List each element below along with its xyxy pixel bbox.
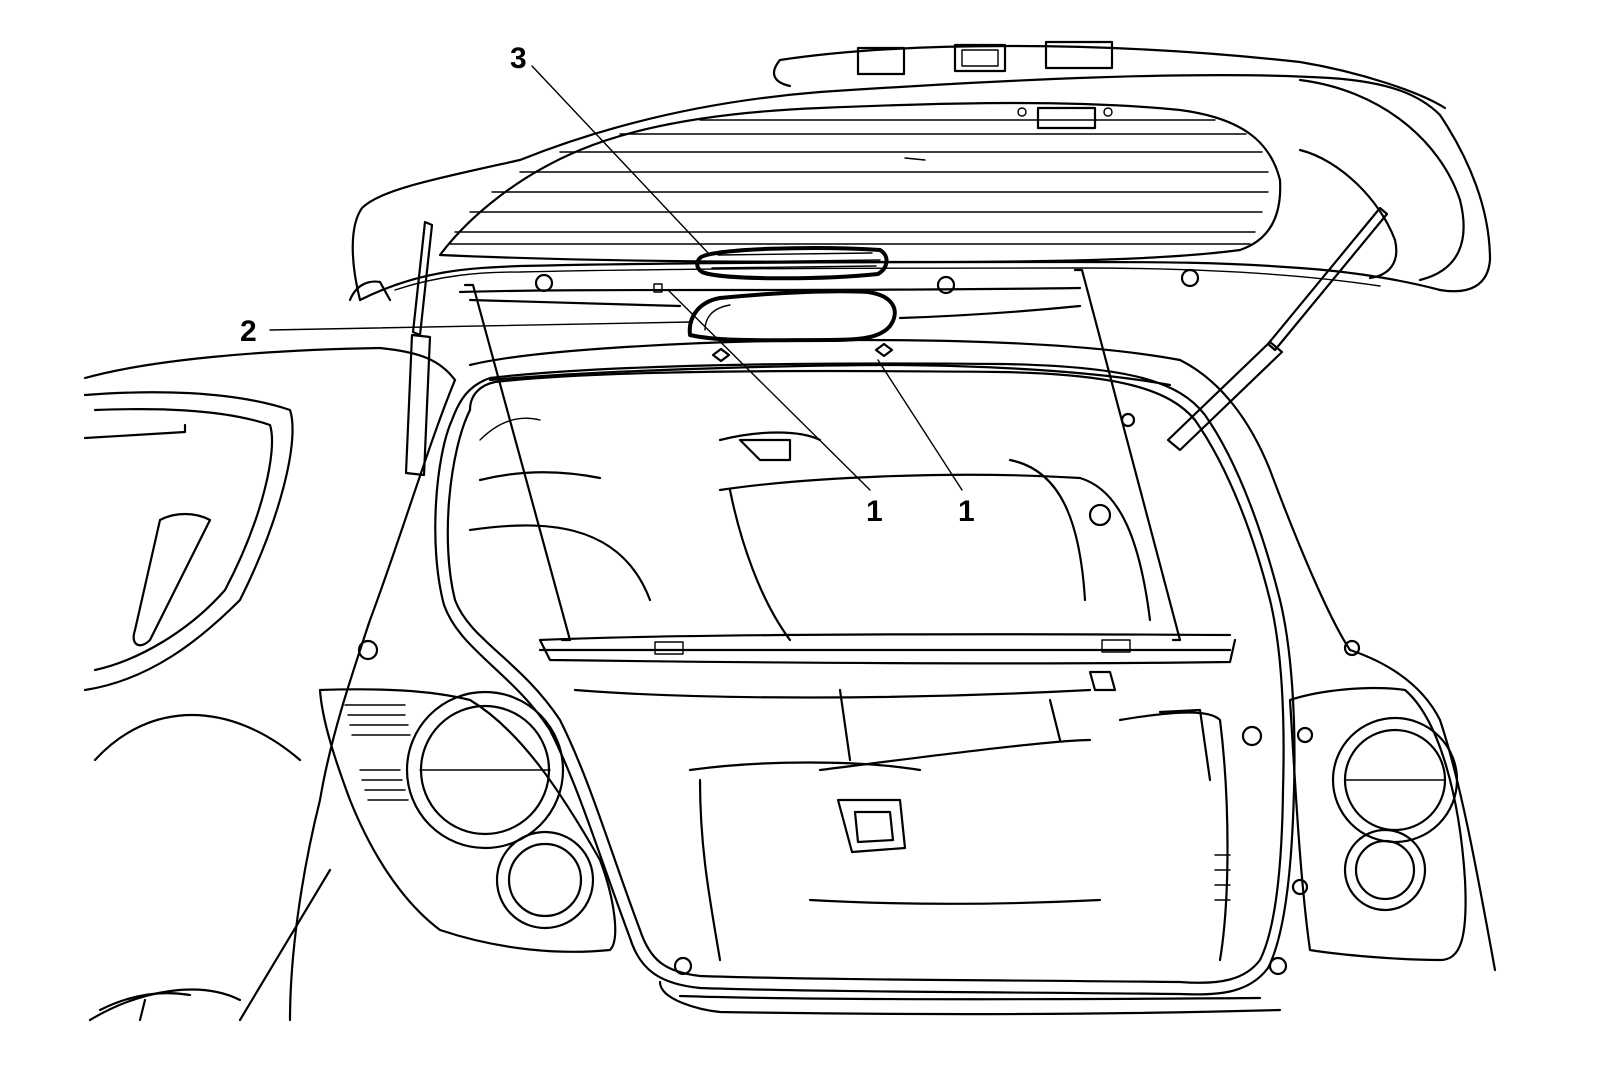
callout-leaders: [269, 65, 963, 491]
cargo-opening-seal: [434, 362, 1296, 996]
liftgate-top-details: [856, 40, 1114, 161]
vehicle-body: [83, 338, 1497, 1022]
lamp-housing-bracket: [687, 289, 897, 343]
callout-2: 2: [240, 315, 257, 348]
high-mount-stop-lamp: [695, 246, 889, 281]
callout-1-left: 1: [866, 495, 883, 528]
rear-bumper: [658, 956, 1288, 1016]
right-speaker-panel: [1288, 639, 1467, 962]
left-speaker-panel: [318, 639, 617, 953]
callout-3: 3: [510, 42, 527, 75]
liftgate-trim-panel: [458, 268, 1200, 363]
callout-1-right: 1: [958, 495, 975, 528]
rear-glass: [438, 101, 1282, 264]
